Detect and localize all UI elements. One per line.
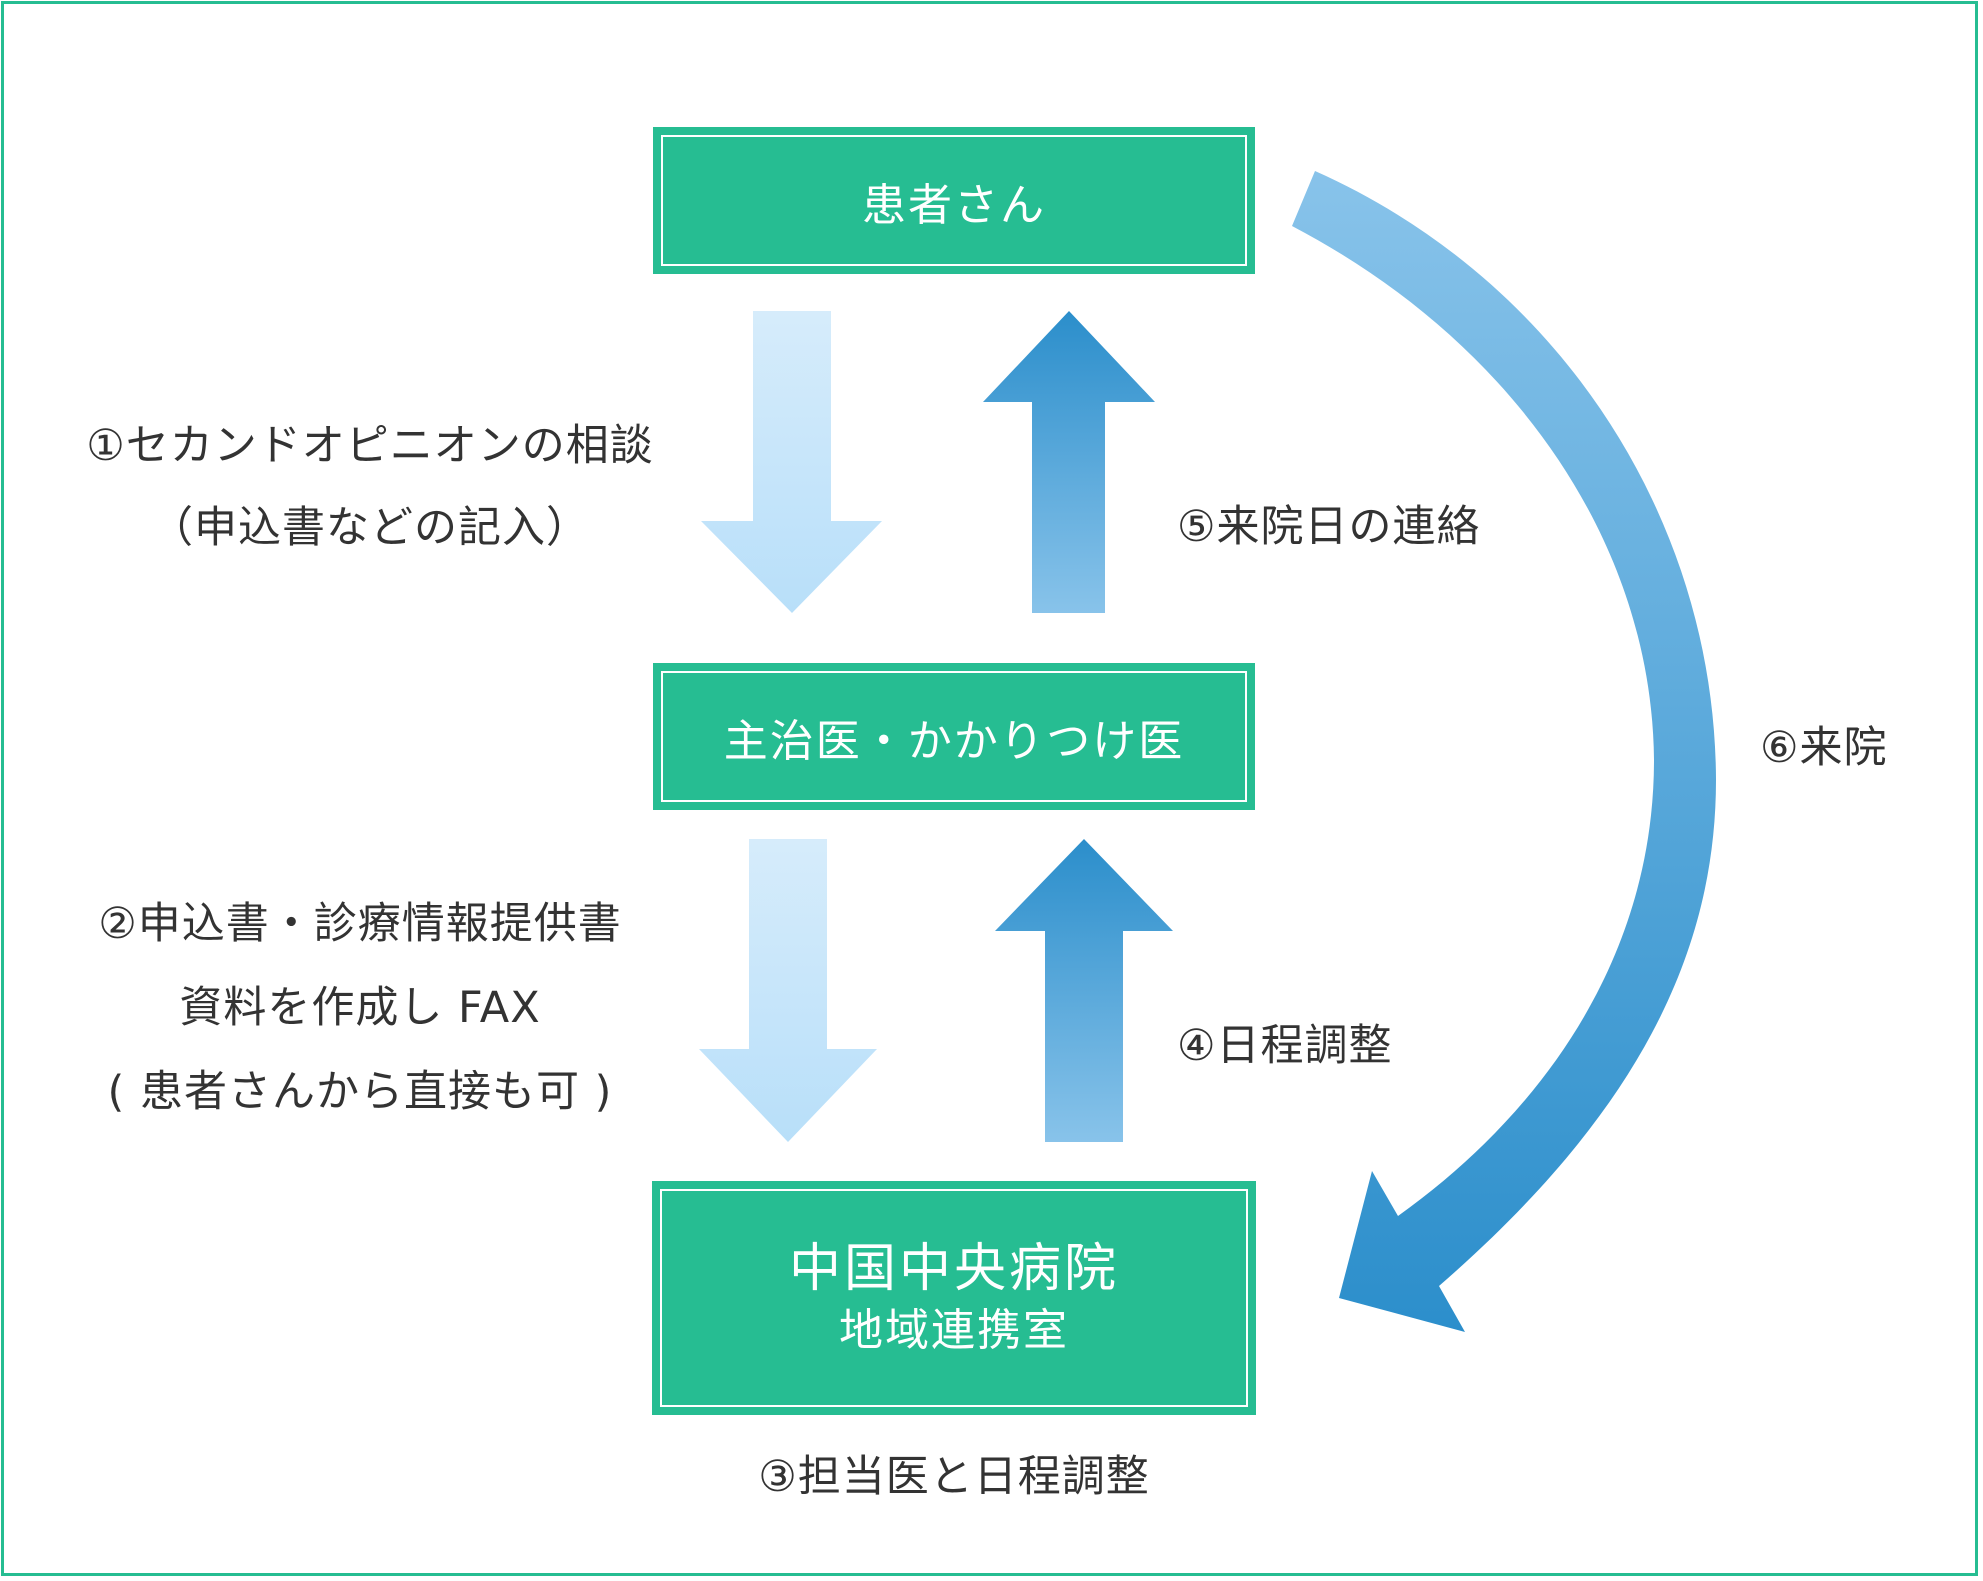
step1-label: ①セカンドオピニオンの相談 （申込書などの記入） <box>50 405 690 569</box>
node-hospital-title: 中国中央病院 <box>788 1238 1119 1299</box>
node-doctor: 主治医・かかりつけ医 <box>653 663 1255 810</box>
node-hospital-subtitle: 地域連携室 <box>839 1304 1069 1356</box>
step2-line3: ( 患者さんから直接も可 ) <box>107 1067 613 1117</box>
step1-line1: ①セカンドオピニオンの相談 <box>86 421 654 471</box>
step6-label: ⑥来院 <box>1760 723 1888 773</box>
step2-line2: 資料を作成し FAX <box>179 983 541 1033</box>
arrow-down-step2 <box>699 839 877 1142</box>
arrow-down-step1 <box>701 311 882 613</box>
arrow-up-step4 <box>995 839 1173 1142</box>
node-doctor-label: 主治医・かかりつけ医 <box>723 715 1185 767</box>
step1-line2: （申込書などの記入） <box>150 503 590 553</box>
step2-line1: ②申込書・診療情報提供書 <box>98 899 622 949</box>
step2-label: ②申込書・診療情報提供書 資料を作成し FAX ( 患者さんから直接も可 ) <box>60 882 660 1134</box>
arrow-curve-step6 <box>1292 171 1716 1332</box>
node-hospital-inner: 中国中央病院 地域連携室 <box>660 1189 1248 1407</box>
node-patient: 患者さん <box>653 127 1255 274</box>
step4-label: ④日程調整 <box>1177 1021 1393 1071</box>
node-patient-label: 患者さん <box>862 179 1046 231</box>
arrow-up-step5 <box>983 311 1155 613</box>
node-doctor-inner: 主治医・かかりつけ医 <box>661 671 1247 802</box>
step5-label: ⑤来院日の連絡 <box>1177 502 1481 552</box>
node-patient-inner: 患者さん <box>661 135 1247 266</box>
node-hospital: 中国中央病院 地域連携室 <box>652 1181 1256 1415</box>
step3-label: ③担当医と日程調整 <box>758 1452 1150 1502</box>
